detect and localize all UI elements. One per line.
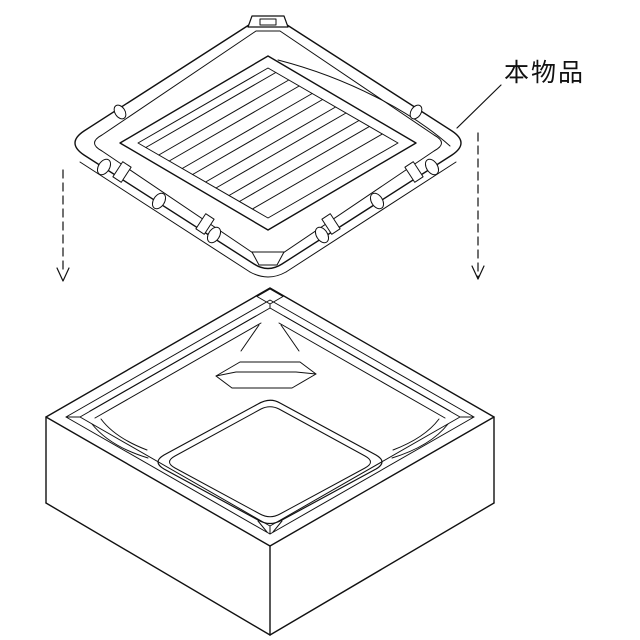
base-bottom-edge-right (269, 502, 495, 636)
rail-line (94, 322, 262, 419)
gusset-line (257, 520, 268, 533)
flange-hole (424, 158, 440, 176)
base-interior-rails (89, 315, 451, 419)
rail-line (283, 315, 451, 412)
base-back-corner-facet (256, 288, 284, 305)
base-ledge (79, 307, 461, 527)
lid-ribs (145, 72, 383, 210)
flange-hole (96, 158, 112, 176)
base-bottom-edge-left (45, 502, 271, 636)
rib-line (192, 99, 324, 175)
lid-skirt-edge-right (285, 161, 457, 273)
gusset-curve (100, 418, 148, 451)
flange-hole (206, 226, 222, 244)
rib-line (158, 79, 290, 156)
lid-top-tab (247, 15, 289, 28)
clip-tab (321, 213, 341, 235)
gusset-line (280, 324, 300, 352)
clip-tab (404, 161, 424, 183)
clip-tab (112, 161, 132, 183)
lid-part (74, 15, 462, 278)
rib-line (205, 106, 337, 183)
right-assembly-arrow (471, 132, 485, 280)
flange-hole (409, 104, 423, 120)
rail-line (278, 322, 446, 419)
clip-tab (195, 213, 215, 235)
gusset-curve (91, 423, 149, 459)
rib-line (168, 85, 300, 162)
label-leader-line (456, 84, 502, 129)
base-rim-outer (45, 287, 495, 547)
left-assembly-arrow (56, 169, 70, 282)
rib-line (145, 72, 277, 148)
part-label-text: 本物品 (504, 59, 585, 87)
lid-top-tab-slot (259, 18, 277, 26)
gusset-line (272, 520, 283, 533)
rib-line (238, 126, 370, 202)
lid-flange-holes (96, 104, 440, 244)
lid-outline-outer (74, 22, 462, 270)
rib-line (251, 133, 383, 210)
flange-hole (314, 226, 330, 244)
lid-skirt-edge-left (79, 161, 251, 273)
rib-line (228, 120, 360, 196)
gusset-curve (392, 418, 440, 451)
rib-line (215, 112, 347, 189)
base-corner-gussets (91, 324, 449, 533)
lid-reinforcement-arc (277, 59, 451, 147)
lid-dome-inner-outline (137, 67, 399, 219)
lid-outline-inner (94, 30, 442, 259)
base-part (45, 287, 495, 636)
gusset-curve (391, 423, 449, 459)
base-back-boss (215, 361, 317, 389)
flange-hole (369, 192, 385, 210)
base-floor-inner-outline (169, 406, 371, 518)
lid-front-tab (251, 251, 285, 266)
gusset-line (240, 324, 260, 352)
lid-skirt-edge-front (249, 271, 287, 278)
base-rim-inner (65, 299, 475, 535)
lid-dome-outline (119, 55, 417, 231)
rail-line (89, 315, 257, 412)
rib-line (181, 93, 313, 169)
base-back-boss-edge (215, 371, 317, 377)
left-arrow-head (56, 267, 70, 282)
flange-hole (151, 192, 167, 210)
base-floor-outline (157, 399, 383, 525)
flange-hole (113, 104, 127, 120)
right-arrow-head (471, 265, 485, 280)
lid-clip-tabs (112, 161, 424, 235)
part-label: 本物品 (456, 59, 585, 129)
